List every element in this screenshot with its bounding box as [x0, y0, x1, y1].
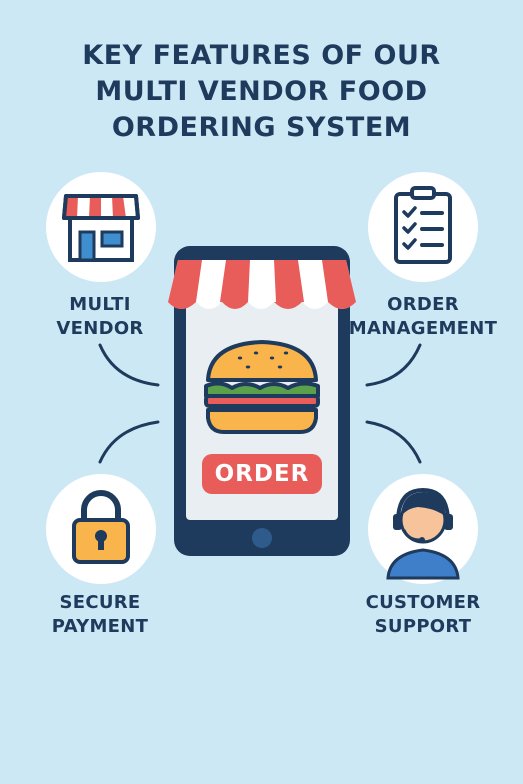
title-line-3: ORDERING SYSTEM [111, 112, 412, 143]
multi-vendor-circle [46, 172, 156, 282]
connector-secure-payment [98, 420, 160, 464]
order-management-label: ORDER MANAGEMENT [348, 294, 498, 339]
customer-support-label: CUSTOMER SUPPORT [365, 592, 481, 637]
secure-payment-circle [46, 474, 156, 584]
connector-order-management [365, 343, 422, 387]
order-button[interactable]: ORDER [202, 454, 322, 494]
title-line-2: MULTI VENDOR FOOD [95, 76, 428, 107]
burger-icon [204, 340, 320, 434]
connector-multi-vendor [98, 343, 160, 387]
customer-support-circle [368, 474, 478, 584]
smartphone-illustration [168, 246, 356, 556]
page-title: KEY FEATURES OF OUR MULTI VENDOR FOOD OR… [0, 38, 523, 146]
title-line-1: KEY FEATURES OF OUR [82, 40, 441, 71]
multi-vendor-label: MULTI VENDOR [56, 294, 144, 339]
connector-customer-support [365, 420, 422, 464]
checklist-icon [394, 186, 452, 264]
secure-payment-label: SECURE PAYMENT [51, 592, 149, 637]
home-button [252, 528, 272, 548]
awning [168, 260, 356, 309]
padlock-icon [72, 490, 130, 564]
order-management-circle [368, 172, 478, 282]
headset-agent-icon [386, 487, 460, 580]
storefront-icon [62, 194, 140, 262]
